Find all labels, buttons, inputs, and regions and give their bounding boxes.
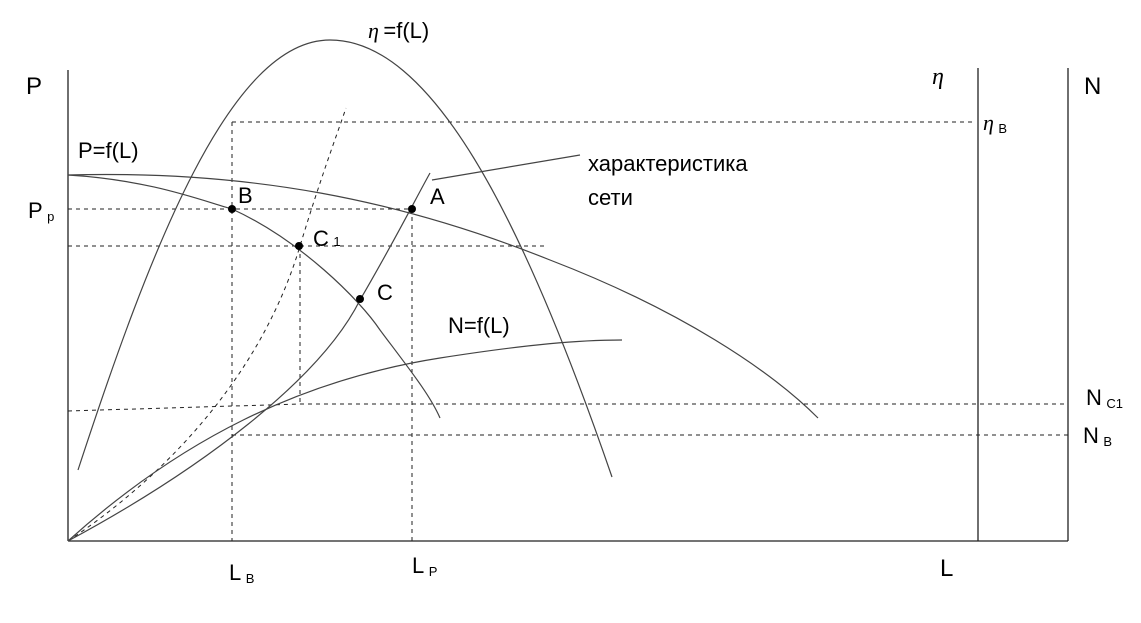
point-a-label: A [430, 184, 445, 209]
pressure-curve [67, 173, 819, 419]
pressure-curve-label: P=f(L) [78, 138, 139, 163]
tick-lb-sub: B [246, 571, 255, 586]
eta-axis-label: η [932, 64, 944, 90]
guide-nc1 [67, 403, 301, 412]
left-axis-label: P [26, 73, 42, 100]
tick-nb: N B [1083, 423, 1112, 449]
point-c1-label: C 1 [313, 226, 341, 251]
point-c-label: C [377, 280, 393, 305]
network-curve [67, 172, 431, 542]
tick-eta-b-sub: B [998, 121, 1007, 136]
eta-curve-label: η =f(L) [368, 18, 429, 43]
tick-nb-main: N [1083, 423, 1099, 448]
eta-curve-label-text: =f(L) [383, 18, 429, 43]
x-axis-label: L [940, 555, 953, 582]
tick-pp: P p [28, 198, 54, 224]
point-c1-label-main: C [313, 226, 329, 251]
tick-lb: L B [229, 560, 254, 586]
eta-curve-label-greek: η [368, 18, 379, 43]
tick-nc1: N C1 [1086, 385, 1123, 411]
tick-lp-sub: P [429, 564, 438, 579]
network-label-line2: сети [588, 185, 633, 210]
point-a-marker [408, 205, 416, 213]
power-curve [67, 339, 623, 542]
network-label-pointer [431, 154, 581, 181]
network-label-line1: характеристика [588, 151, 748, 176]
right-axis-label: N [1084, 73, 1101, 100]
tick-eta-b: η B [983, 110, 1007, 136]
tick-pp-sub: p [47, 209, 54, 224]
point-c1-marker [295, 242, 303, 250]
pressure-curve-reduced [67, 174, 441, 419]
point-c1-label-sub: 1 [333, 234, 340, 249]
tick-lp: L P [412, 553, 437, 579]
point-b-label: B [238, 183, 253, 208]
eta-curve [77, 39, 613, 478]
point-b-marker [228, 205, 236, 213]
tick-lp-main: L [412, 553, 424, 578]
tick-nc1-main: N [1086, 385, 1102, 410]
point-c-marker [356, 295, 364, 303]
network-curve-dashed [67, 107, 347, 542]
tick-nb-sub: B [1103, 434, 1112, 449]
tick-pp-main: P [28, 198, 43, 223]
tick-eta-b-greek: η [983, 110, 994, 135]
tick-lb-main: L [229, 560, 241, 585]
power-curve-label: N=f(L) [448, 313, 510, 338]
tick-nc1-sub: C1 [1106, 396, 1123, 411]
